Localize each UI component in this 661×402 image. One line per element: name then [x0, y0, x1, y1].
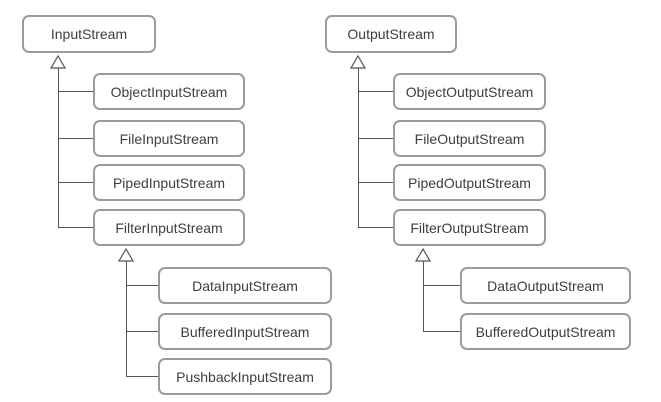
- connector-line: [358, 91, 393, 92]
- class-node-bufferedoutputstream: BufferedOutputStream: [460, 313, 631, 350]
- inheritance-arrow-icon: [350, 55, 366, 69]
- connector-line: [58, 138, 93, 139]
- connector-line: [58, 182, 93, 183]
- class-node-inputstream: InputStream: [22, 15, 156, 53]
- class-node-filteroutputstream: FilterOutputStream: [393, 209, 546, 246]
- connector-line: [126, 331, 158, 332]
- connector-line: [358, 227, 393, 228]
- inheritance-arrow-icon: [415, 248, 431, 262]
- inheritance-arrow-icon: [50, 55, 66, 69]
- connector-line: [423, 285, 460, 286]
- class-node-dataoutputstream: DataOutputStream: [460, 267, 631, 304]
- connector-line: [126, 285, 158, 286]
- connector-line: [58, 91, 93, 92]
- connector-line: [423, 331, 460, 332]
- connector-line: [126, 376, 158, 377]
- inheritance-arrow-icon: [118, 248, 134, 262]
- connector-line: [358, 182, 393, 183]
- class-node-pipedoutputstream: PipedOutputStream: [393, 164, 546, 201]
- class-node-objectinputstream: ObjectInputStream: [93, 73, 245, 110]
- class-node-outputstream: OutputStream: [325, 15, 457, 53]
- connector-line: [58, 227, 93, 228]
- connector-line: [358, 68, 359, 227]
- class-node-pushbackinputstream: PushbackInputStream: [158, 358, 332, 395]
- class-node-datainputstream: DataInputStream: [158, 267, 332, 304]
- connector-line: [358, 138, 393, 139]
- class-node-filterinputstream: FilterInputStream: [93, 209, 245, 246]
- connector-line: [423, 261, 424, 332]
- class-node-pipedinputstream: PipedInputStream: [93, 164, 245, 201]
- class-node-objectoutputstream: ObjectOutputStream: [393, 73, 546, 110]
- connector-line: [58, 68, 59, 227]
- class-node-bufferedinputstream: BufferedInputStream: [158, 313, 332, 350]
- class-node-fileoutputstream: FileOutputStream: [393, 120, 546, 157]
- connector-line: [126, 261, 127, 377]
- class-node-fileinputstream: FileInputStream: [93, 120, 245, 157]
